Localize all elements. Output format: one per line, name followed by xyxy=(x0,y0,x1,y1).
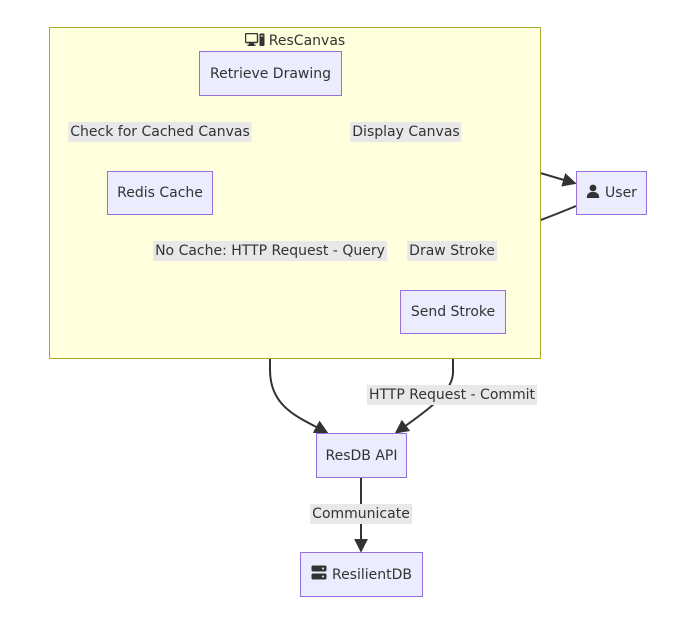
node-retrieve-drawing-label: Retrieve Drawing xyxy=(209,65,332,82)
edge-no-cache xyxy=(269,96,329,434)
group-title-label: ResCanvas xyxy=(268,33,346,49)
node-retrieve-drawing[interactable]: Retrieve Drawing xyxy=(199,51,342,96)
user-icon xyxy=(586,184,600,202)
node-send-stroke[interactable]: Send Stroke xyxy=(400,290,506,334)
edge-label-check-cache: Check for Cached Canvas xyxy=(68,122,252,142)
node-resilientdb-label: ResilientDB xyxy=(331,566,413,583)
edge-label-draw-stroke: Draw Stroke xyxy=(407,241,497,261)
node-resdb-api-label: ResDB API xyxy=(325,447,398,464)
server-icon xyxy=(311,565,327,584)
edge-label-communicate: Communicate xyxy=(310,504,412,524)
node-send-stroke-label: Send Stroke xyxy=(410,304,496,320)
node-user[interactable]: User xyxy=(576,171,647,215)
node-user-label: User xyxy=(605,185,637,201)
edge-label-http-commit: HTTP Request - Commit xyxy=(366,385,538,405)
node-redis-cache-label: Redis Cache xyxy=(117,185,203,201)
node-redis-cache[interactable]: Redis Cache xyxy=(107,171,213,215)
edge-label-display-canvas: Display Canvas xyxy=(350,122,462,142)
node-resdb-api[interactable]: ResDB API xyxy=(316,433,407,478)
node-resilientdb[interactable]: ResilientDB xyxy=(300,552,423,597)
edge-label-no-cache: No Cache: HTTP Request - Query xyxy=(153,241,387,261)
group-title: ResCanvas xyxy=(50,32,540,51)
desktop-icon xyxy=(244,32,265,51)
